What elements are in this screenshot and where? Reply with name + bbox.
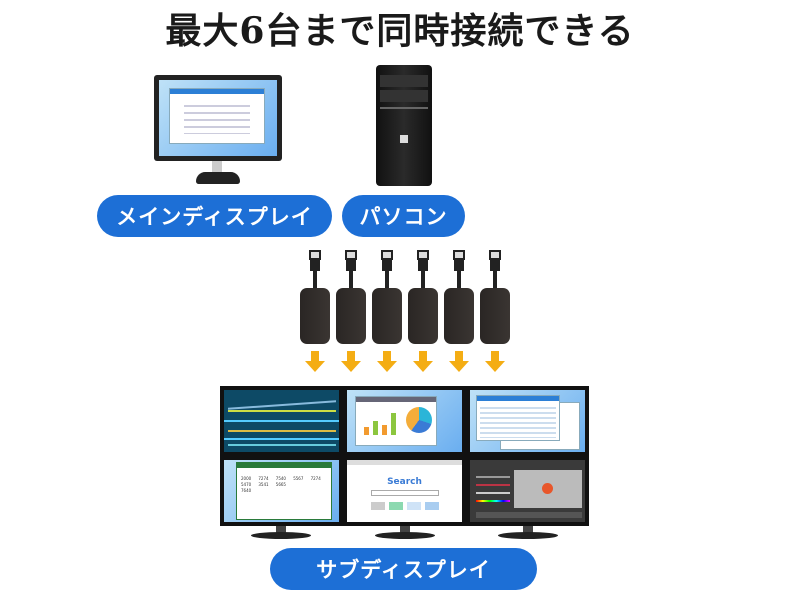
usb-adapter — [372, 250, 402, 345]
headline: 最大6台まで同時接続できる — [165, 10, 635, 52]
sub-display-presentation — [343, 386, 466, 456]
sub-display-table-windows — [466, 386, 589, 456]
usb-adapter — [408, 250, 438, 345]
sub-display-browser: Search — [343, 456, 466, 526]
pc-label: パソコン — [342, 195, 465, 237]
usb-adapter — [480, 250, 510, 345]
play-icon — [542, 483, 553, 494]
sub-display-video-player — [466, 456, 589, 526]
usb-adapter — [336, 250, 366, 345]
sub-display-chart-lines — [220, 386, 343, 456]
search-logo: Search — [387, 477, 422, 487]
usb-adapter — [444, 250, 474, 345]
pc-tower-illustration — [376, 65, 432, 186]
sub-display-label: サブディスプレイ — [270, 548, 537, 590]
main-display-illustration — [154, 75, 282, 187]
usb-adapter — [300, 250, 330, 345]
main-display-label: メインディスプレイ — [97, 195, 332, 237]
